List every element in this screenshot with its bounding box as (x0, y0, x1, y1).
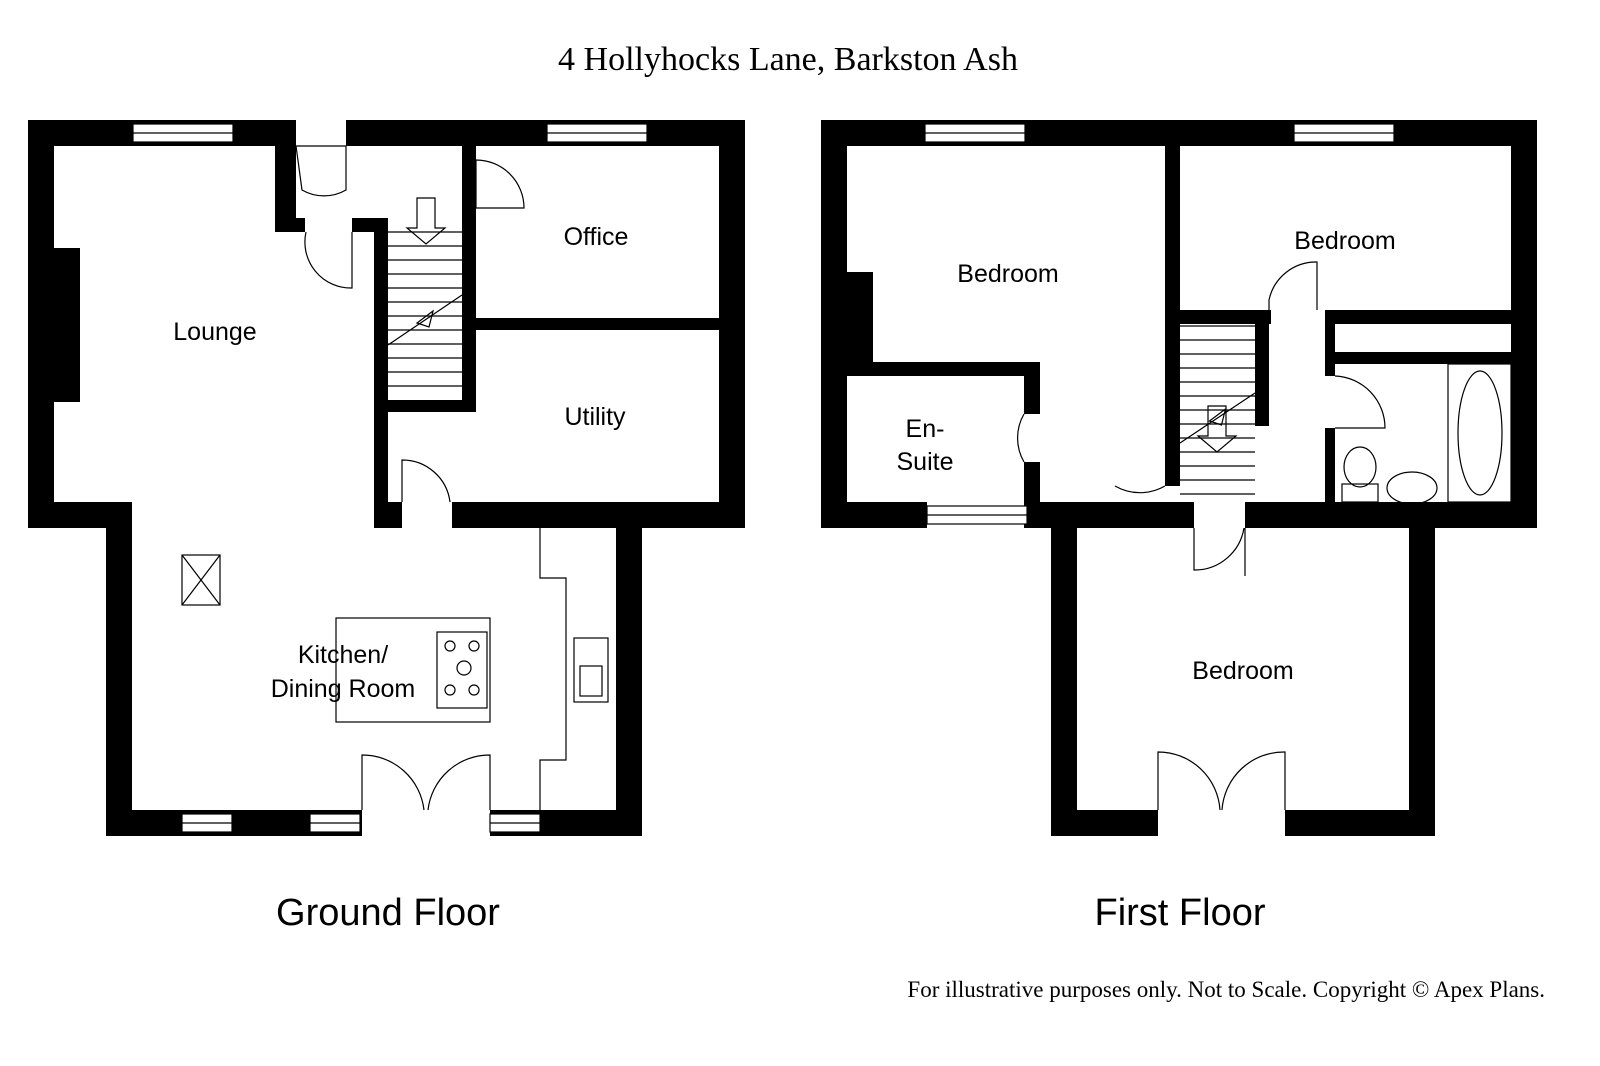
kitchen-island (335, 617, 491, 723)
room-label-ensuite-line2: Suite (897, 448, 954, 476)
skylight-icon (181, 554, 221, 606)
room-label-office: Office (564, 223, 629, 251)
room-label-bedroom-right: Bedroom (1294, 227, 1395, 255)
first-floor-plan: Bedroom Bedroom Bedroom En- Suite First … (821, 120, 1537, 934)
stair-direction-arrow-icon (405, 197, 447, 245)
toilet-icon (1343, 446, 1377, 488)
copyright-footer: For illustrative purposes only. Not to S… (907, 977, 1545, 1002)
ground-floor-plan: Lounge Office Utility Kitchen/ Dining Ro… (28, 120, 745, 934)
basin-icon (1386, 471, 1438, 505)
room-label-lounge: Lounge (173, 318, 256, 346)
windows (924, 123, 1395, 525)
plan-title: 4 Hollyhocks Lane, Barkston Ash (558, 41, 1018, 78)
staircase (387, 197, 463, 387)
doors (295, 145, 525, 811)
room-label-kitchen-line2: Dining Room (271, 675, 416, 703)
hob-icon (436, 631, 488, 709)
staircase (1179, 325, 1256, 495)
doors (1017, 261, 1386, 811)
ground-floor-walls (28, 120, 745, 836)
bath-icon (1447, 363, 1512, 503)
room-label-kitchen-line1: Kitchen/ (298, 641, 388, 669)
stair-break-line (1179, 392, 1256, 444)
stair-break-line (387, 294, 463, 346)
room-label-utility: Utility (564, 403, 626, 431)
first-floor-walls (821, 120, 1537, 836)
sink-icon (573, 637, 609, 703)
stair-direction-arrow-icon (1196, 405, 1238, 453)
bathroom-fittings (1341, 363, 1512, 505)
room-label-ensuite-line1: En- (906, 415, 945, 443)
floor-label-first: First Floor (1095, 892, 1266, 934)
windows (132, 123, 648, 833)
floor-label-ground: Ground Floor (276, 892, 500, 934)
kitchen-fittings (181, 528, 609, 810)
room-label-bedroom-left: Bedroom (957, 260, 1058, 288)
room-label-bedroom-lower: Bedroom (1192, 657, 1293, 685)
